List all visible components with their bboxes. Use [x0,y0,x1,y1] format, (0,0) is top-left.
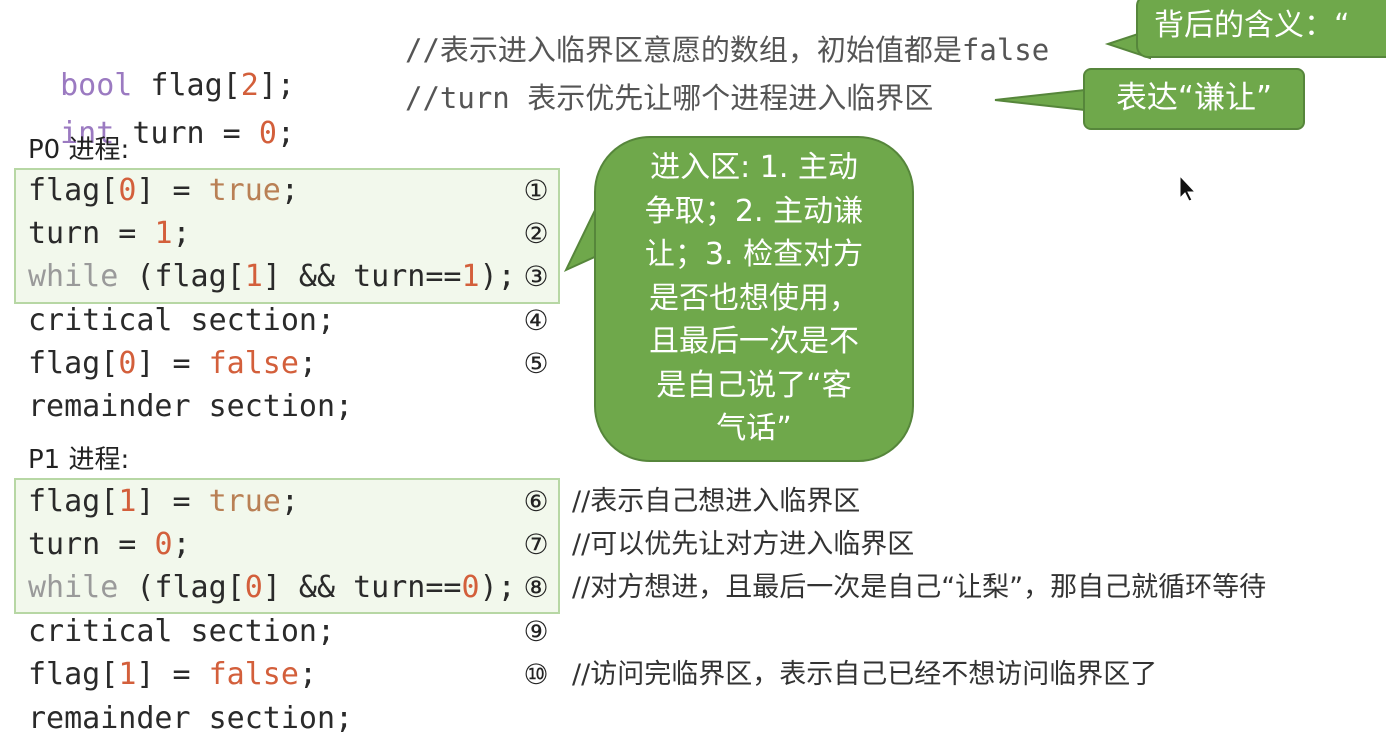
step-7-marker: ⑦ [523,528,549,561]
p0-line-6: remainder section; [28,389,354,424]
callout-entry-section: 进入区: 1. 主动 争取；2. 主动谦 让；3. 检查对方 是否也想使用， 且… [594,136,914,462]
step-9-marker: ⑨ [523,615,549,648]
p1-line-5: flag[1] = false; [28,657,317,692]
callout-meaning-text: 背后的含义： [1154,8,1334,43]
callout-meaning: 背后的含义：“ [1136,0,1386,58]
callout-humility: 表达“谦让” [1083,68,1305,130]
p0-line-5: flag[0] = false; [28,346,317,381]
p0-line-2: turn = 1; [28,216,191,251]
p1-line-2: turn = 0; [28,527,191,562]
p1-comment-2: //可以优先让对方进入临界区 [572,529,915,560]
p0-line-4: critical section; [28,303,336,338]
step-1-marker: ① [523,174,549,207]
mouse-cursor-icon [1179,174,1197,202]
p0-label: P0 进程: [28,135,130,165]
callout-entry-section-text: 进入区: 1. 主动 争取；2. 主动谦 让；3. 检查对方 是否也想使用， 且… [644,150,864,446]
decl-flag-line: bool flag[2]; [60,68,295,103]
step-6-marker: ⑥ [523,485,549,518]
p1-label: P1 进程: [28,445,130,475]
callout-meaning-clip: “ [1334,8,1350,43]
p1-line-4: critical section; [28,614,336,649]
p1-line-1: flag[1] = true; [28,484,299,519]
p0-entry-highlight [14,168,560,304]
p1-entry-highlight [14,478,560,614]
decl-flag-comment: //表示进入临界区意愿的数组，初始值都是false [405,33,1050,67]
callout-humility-text: 表达“谦让” [1115,80,1273,116]
p1-line-3: while (flag[0] && turn==0); [28,570,516,605]
step-10-marker: ⑩ [523,658,549,691]
step-3-marker: ③ [523,260,549,293]
step-5-marker: ⑤ [523,347,549,380]
step-2-marker: ② [523,217,549,250]
step-4-marker: ④ [523,304,549,337]
step-8-marker: ⑧ [523,571,549,604]
callout-tail-humility [994,88,1086,112]
decl-turn-line: int turn = 0; [60,116,295,151]
p0-line-1: flag[0] = true; [28,173,299,208]
p0-line-3: while (flag[1] && turn==1); [28,259,516,294]
p1-line-6: remainder section; [28,701,354,736]
p1-comment-5: //访问完临界区，表示自己已经不想访问临界区了 [572,659,1158,690]
p1-comment-1: //表示自己想进入临界区 [572,486,861,517]
decl-turn-comment: //turn 表示优先让哪个进程进入临界区 [405,81,934,115]
p1-comment-3: //对方想进，且最后一次是自己“让梨”，那自己就循环等待 [572,572,1267,603]
